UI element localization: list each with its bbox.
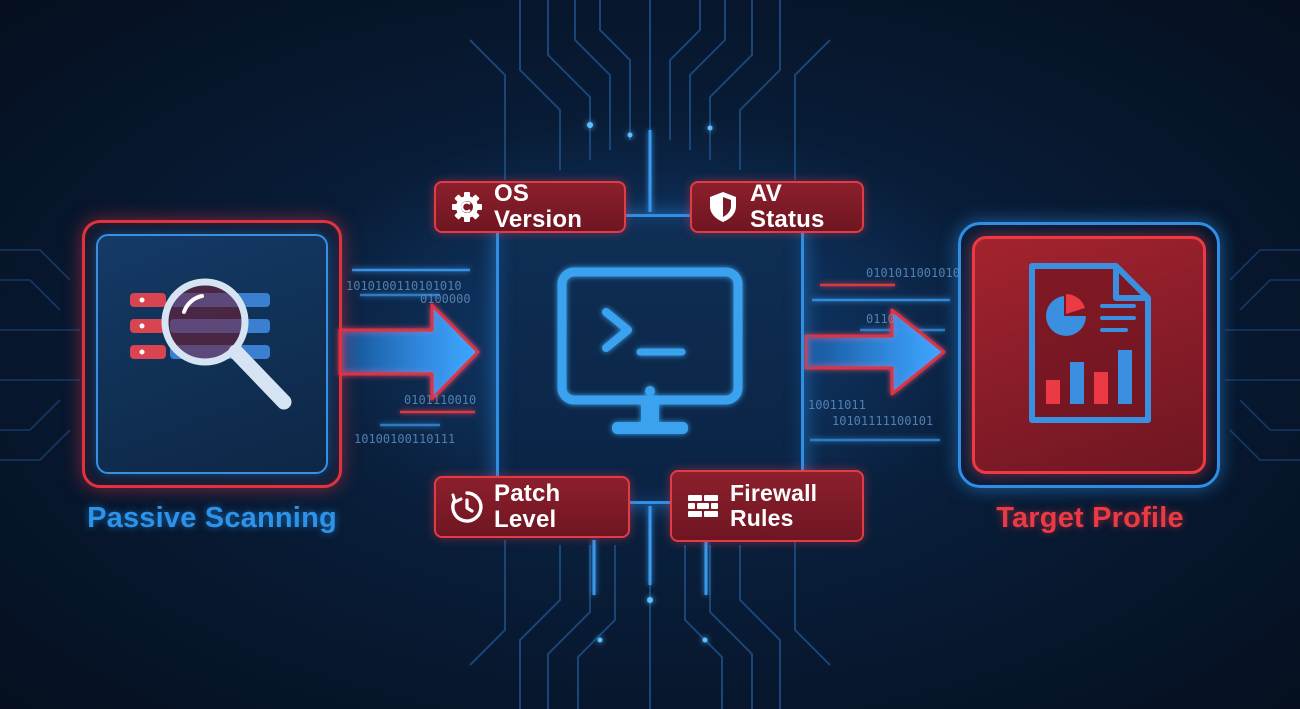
binary-stream: 10011011 — [808, 398, 866, 412]
binary-stream: 10101111100101 — [832, 414, 934, 428]
source-panel-frame — [82, 220, 342, 488]
tag-av-status: AV Status — [690, 181, 864, 233]
binary-stream: 1010100110101010 — [346, 279, 462, 293]
flow-arrow-left — [338, 303, 480, 401]
clock-icon — [451, 491, 483, 523]
source-label: Passive Scanning — [87, 502, 337, 534]
tag-firewall-rules: Firewall Rules — [670, 470, 864, 542]
flow-arrow-right — [804, 308, 946, 396]
binary-stream: 0101011001010 — [866, 266, 960, 280]
binary-stream: 0110 — [866, 312, 895, 326]
target-panel-frame — [958, 222, 1220, 488]
tag-firewall-line1: Firewall — [730, 480, 818, 506]
binary-stream: 0100000 — [420, 292, 471, 306]
console-panel — [496, 214, 804, 504]
tag-os-version: OS Version — [434, 181, 626, 233]
gear-icon — [452, 192, 482, 222]
tag-firewall-rules-label: Firewall Rules — [730, 481, 817, 531]
binary-stream: 0101110010 — [404, 393, 477, 407]
binary-stream: 10100100110111 — [354, 432, 456, 446]
target-label: Target Profile — [996, 502, 1184, 534]
tag-firewall-line2: Rules — [730, 505, 794, 531]
brick-wall-icon — [688, 495, 718, 517]
source-panel — [96, 234, 328, 474]
tag-patch-level-label: Patch Level — [494, 480, 561, 533]
tag-av-status-label: AV Status — [750, 180, 825, 233]
tag-patch-level: Patch Level — [434, 476, 630, 538]
target-panel — [972, 236, 1206, 474]
tag-os-version-label: OS Version — [494, 180, 583, 233]
shield-icon — [710, 192, 736, 222]
